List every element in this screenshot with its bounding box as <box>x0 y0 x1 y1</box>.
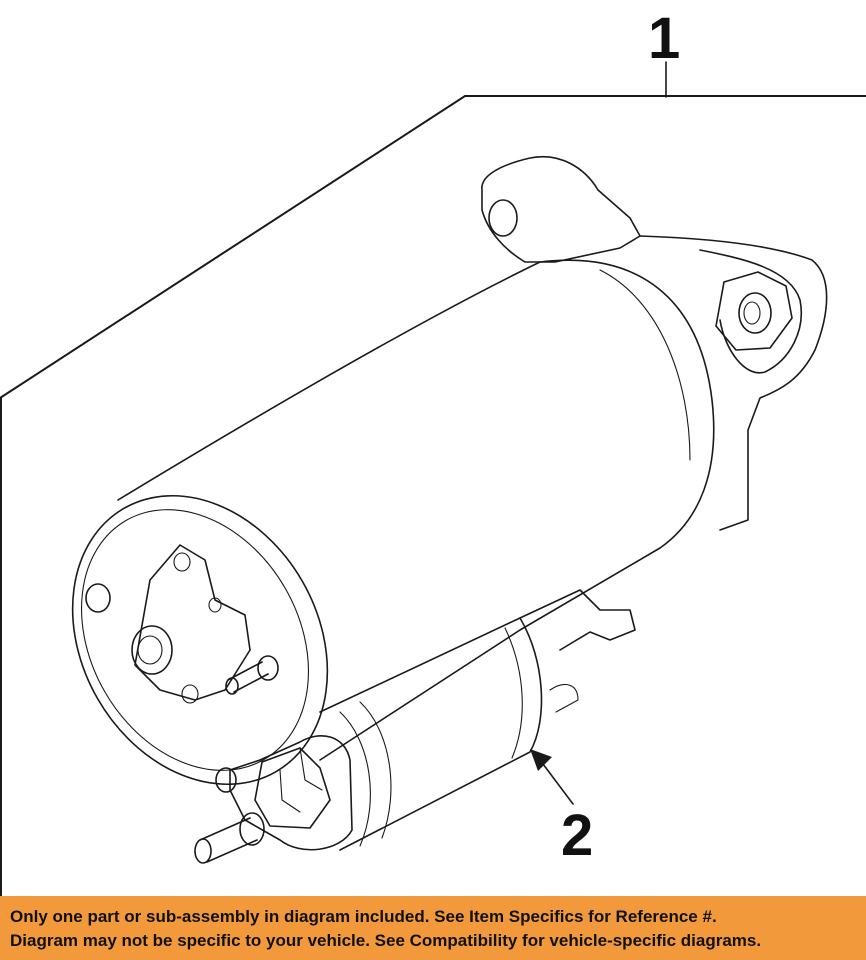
drive-shaft-inner <box>743 301 761 325</box>
end-cap <box>71 494 329 786</box>
solenoid-stud <box>199 817 258 863</box>
solenoid-stud-end <box>194 838 212 864</box>
mounting-ear-hole <box>488 199 518 237</box>
assembly-frame <box>0 95 866 896</box>
callout-1-label: 1 <box>648 6 680 71</box>
callout-2-arrowhead <box>530 749 552 771</box>
drive-hex-nut <box>715 271 793 351</box>
lower-bracket <box>519 589 636 651</box>
solenoid-terminal-block <box>254 747 331 829</box>
side-terminal-stud-end <box>225 677 239 695</box>
solenoid-stud-nut <box>239 812 265 846</box>
disclaimer-banner: Only one part or sub-assembly in diagram… <box>0 896 866 960</box>
end-cap-bolt-right <box>208 597 222 613</box>
motor-housing-seam <box>599 269 691 461</box>
center-terminal-stud <box>131 625 173 675</box>
center-terminal-nut <box>137 635 163 665</box>
drive-housing-flange <box>699 249 802 374</box>
solenoid-ring-2 <box>359 701 392 839</box>
motor-housing <box>117 259 715 761</box>
end-cap-plate-hole-bottom <box>181 684 199 704</box>
side-terminal-stud-base <box>257 655 279 681</box>
parts-diagram: 1 <box>0 6 866 896</box>
solenoid-cap <box>229 734 353 851</box>
disclaimer-line-1: Only one part or sub-assembly in diagram… <box>10 907 717 926</box>
solenoid-upper-terminal <box>215 767 237 793</box>
disclaimer-line-2: Diagram may not be specific to your vehi… <box>10 931 762 950</box>
drive-housing <box>639 235 828 531</box>
drive-shaft-end <box>738 292 772 334</box>
solenoid-ring-3 <box>504 627 523 759</box>
end-cap-plate <box>134 544 251 701</box>
solenoid-body <box>319 617 543 851</box>
solenoid-terminal-detail <box>279 747 323 813</box>
end-cap-rim <box>80 509 310 771</box>
lower-bracket-detail <box>549 684 579 713</box>
solenoid-ring-1 <box>339 711 371 847</box>
callout-2-leader <box>539 759 574 805</box>
end-cap-bolt-left <box>85 583 111 613</box>
callout-2-label: 2 <box>561 803 593 868</box>
mounting-ear <box>481 156 641 263</box>
end-cap-plate-hole-top <box>173 552 191 572</box>
starter-motor-drawing <box>71 156 828 864</box>
